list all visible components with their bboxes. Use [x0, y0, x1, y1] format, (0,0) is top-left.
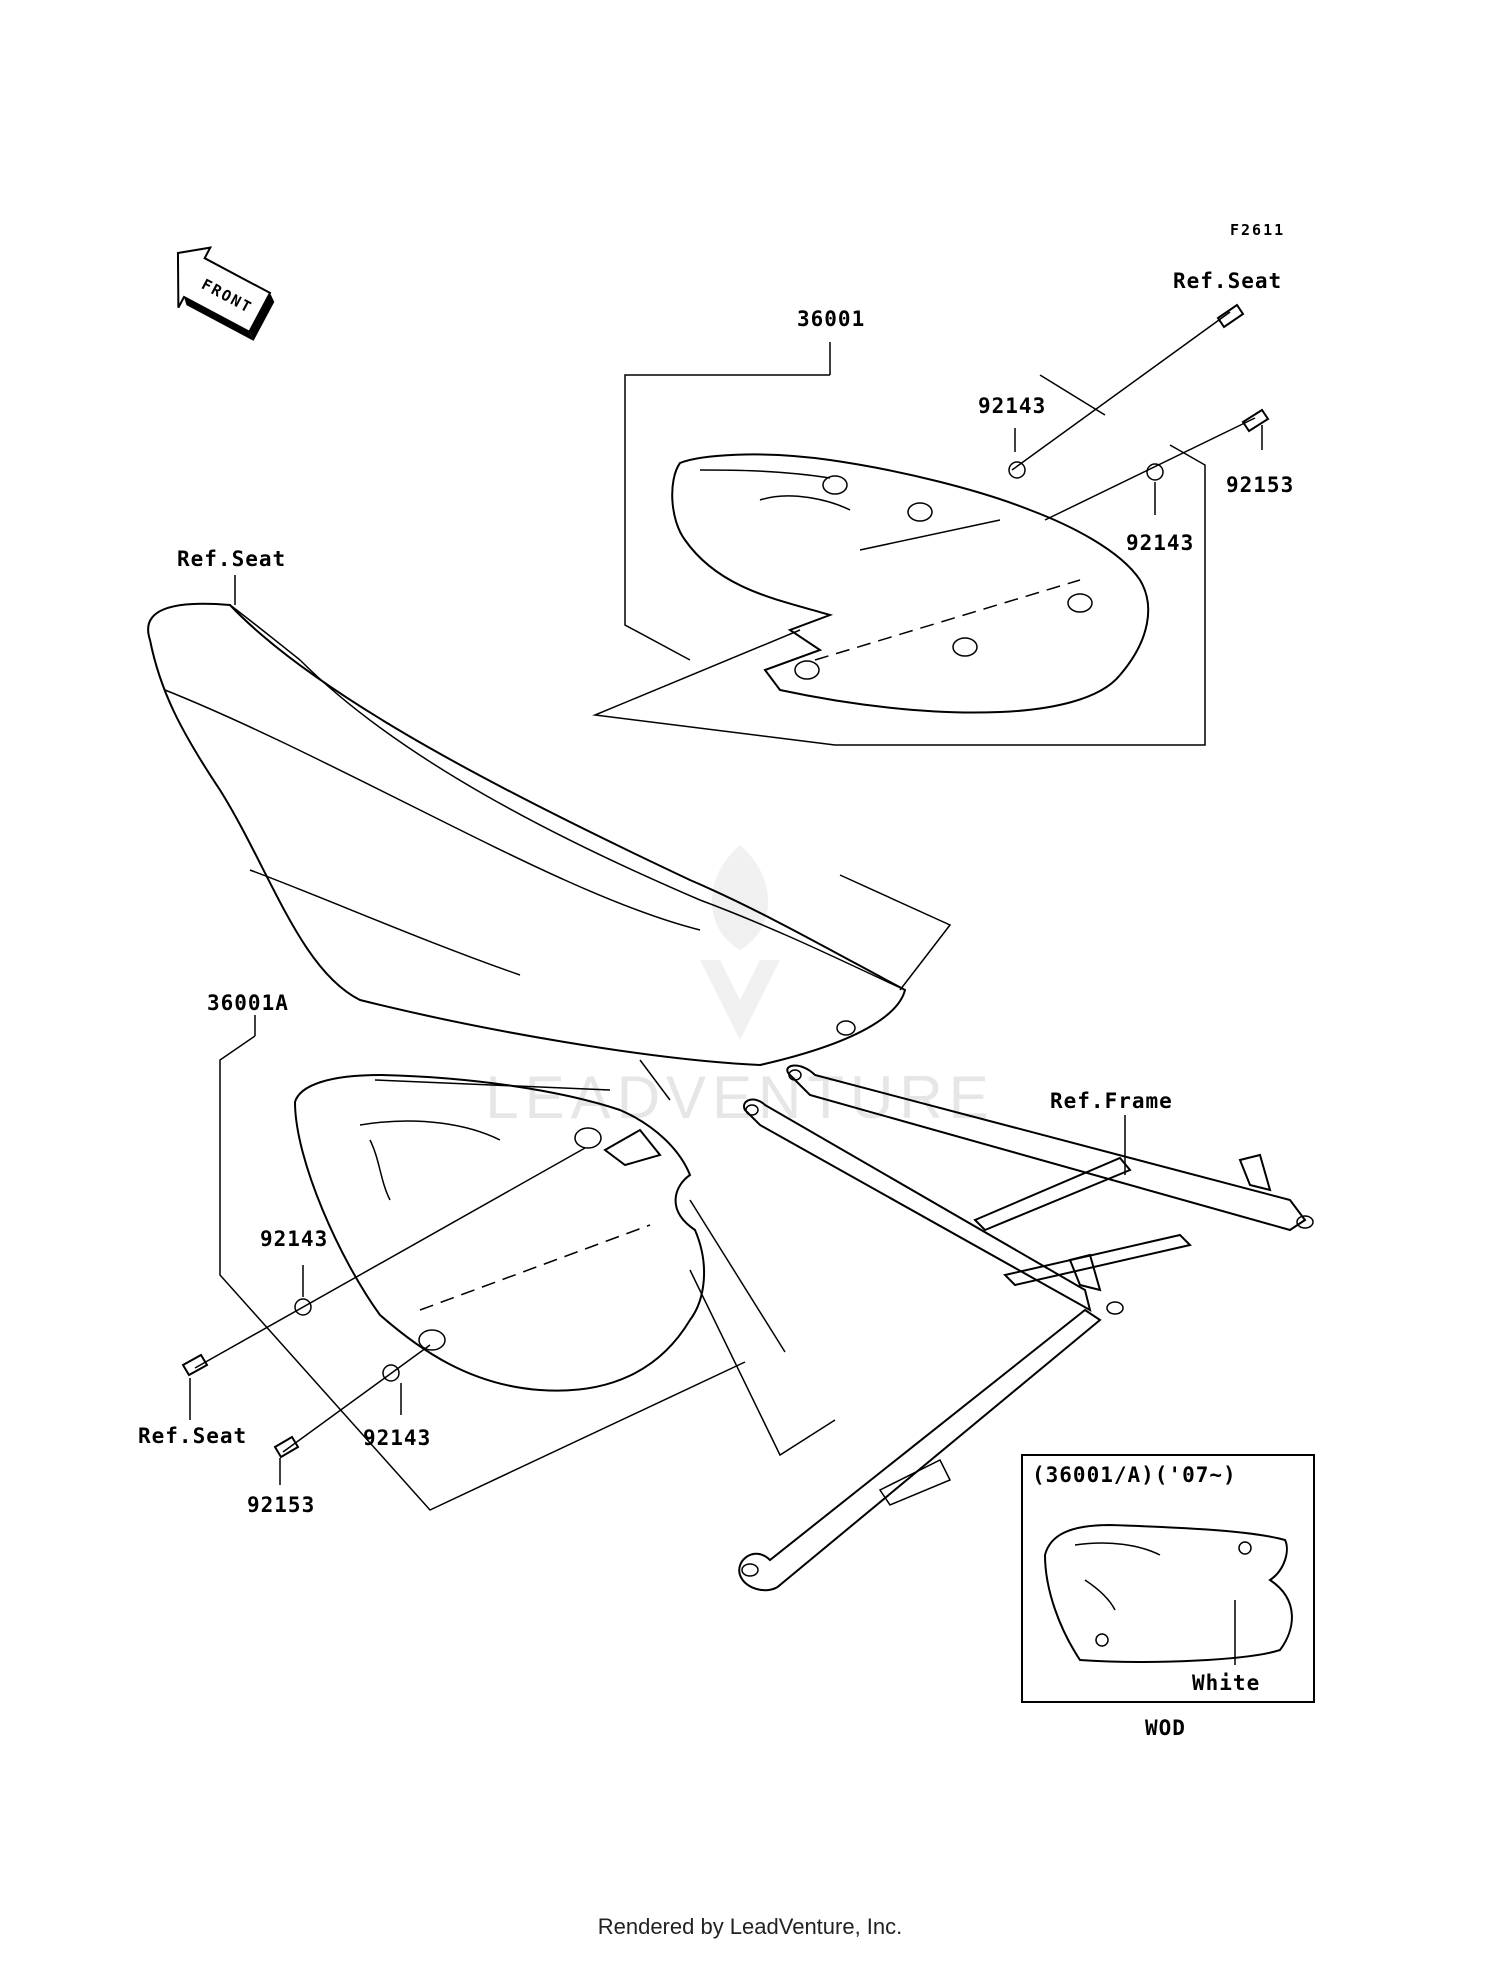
label-92153-bottom: 92153 [247, 1493, 315, 1517]
watermark-logo [700, 845, 780, 1040]
label-92143-bottom: 92143 [363, 1426, 431, 1450]
label-36001A: 36001A [207, 991, 289, 1015]
label-92143-left: 92143 [260, 1227, 328, 1251]
side-cover-right [671, 453, 1150, 714]
label-ref-seat-bottom-left: Ref.Seat [138, 1424, 247, 1448]
label-92143-top-right: 92143 [1126, 531, 1194, 555]
footer-credit: Rendered by LeadVenture, Inc. [597, 1914, 903, 1939]
watermark-text: LEADVENTURE [485, 1064, 994, 1131]
label-36001: 36001 [797, 307, 865, 331]
washer-92143-top [1008, 461, 1026, 479]
subframe [738, 1064, 1314, 1592]
seat [147, 575, 952, 1067]
washer-92143-left [294, 1298, 312, 1316]
bolt-ref-seat-top [1216, 303, 1245, 329]
side-cover-left-group [181, 1015, 836, 1511]
front-arrow-icon: FRONT [176, 246, 275, 341]
group-bracket-36001 [624, 374, 830, 661]
label-ref-seat-seat: Ref.Seat [177, 547, 286, 571]
bolt-92153-bottom [273, 1435, 300, 1459]
side-cover-right-group [592, 303, 1270, 746]
inset-caption: WOD [1145, 1716, 1186, 1740]
washer-92143-top-right [1146, 463, 1164, 481]
bolt-ref-seat-bottom [181, 1353, 209, 1377]
inset-color-label: White [1192, 1671, 1260, 1695]
inset-title: (36001/A)('07~) [1032, 1463, 1237, 1487]
label-92143-top: 92143 [978, 394, 1046, 418]
label-ref-seat-top-right: Ref.Seat [1173, 269, 1282, 293]
bolt-92153-top [1241, 408, 1270, 433]
inset-variant-box: (36001/A)('07~) White WOD [1021, 1454, 1315, 1740]
washer-92143-bottom [382, 1364, 400, 1382]
figure-id: F2611 [1230, 221, 1285, 239]
label-92153-top: 92153 [1226, 473, 1294, 497]
label-ref-frame: Ref.Frame [1050, 1089, 1173, 1113]
